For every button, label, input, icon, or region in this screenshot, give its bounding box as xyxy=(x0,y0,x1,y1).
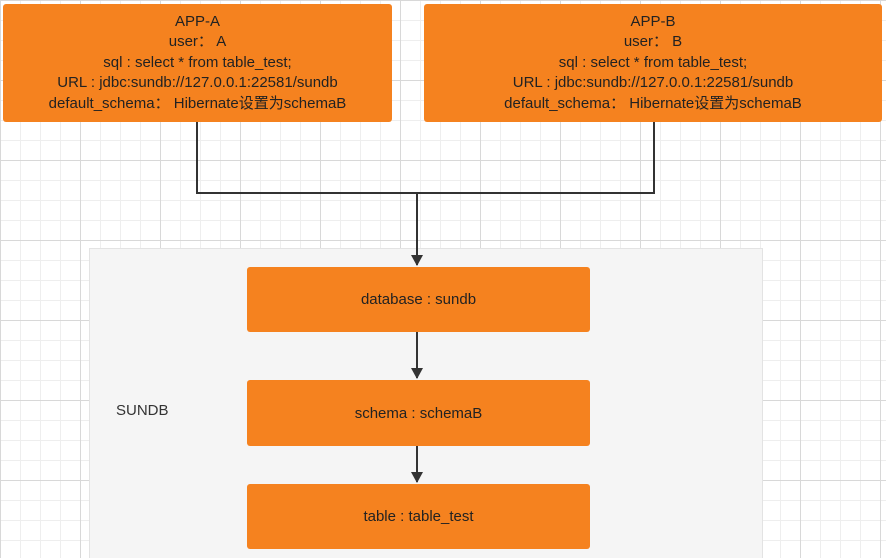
database-label: database : sundb xyxy=(360,291,477,308)
sundb-container-label: SUNDB xyxy=(116,402,169,419)
app-a-sql: sql : select * from table_test; xyxy=(103,53,292,71)
table-label: table : table_test xyxy=(363,508,474,525)
connector-app-a xyxy=(196,122,417,194)
arrowhead-schema xyxy=(411,368,423,379)
database-box: database : sundb xyxy=(247,267,590,332)
arrowhead-table xyxy=(411,472,423,483)
app-b-default-schema: default_schema： Hibernate设置为schemaB xyxy=(504,94,802,112)
app-a-url: URL : jdbc:sundb://127.0.0.1:22581/sundb xyxy=(57,74,338,92)
app-b-box: APP-B user： B sql : select * from table_… xyxy=(424,4,882,122)
app-b-title: APP-B xyxy=(630,12,676,30)
connector-app-b xyxy=(417,122,655,194)
table-box: table : table_test xyxy=(247,484,590,549)
app-a-title: APP-A xyxy=(174,12,220,30)
schema-box: schema : schemaB xyxy=(247,380,590,446)
app-b-url: URL : jdbc:sundb://127.0.0.1:22581/sundb xyxy=(512,74,794,92)
schema-label: schema : schemaB xyxy=(354,404,483,422)
app-a-default-schema: default_schema： Hibernate设置为schemaB xyxy=(48,94,347,112)
arrowhead-database xyxy=(411,255,423,266)
app-a-user: user： A xyxy=(168,33,227,51)
app-a-box: APP-A user： A sql : select * from table_… xyxy=(3,4,392,122)
app-b-sql: sql : select * from table_test; xyxy=(558,53,748,71)
app-b-user: user： B xyxy=(623,33,683,51)
